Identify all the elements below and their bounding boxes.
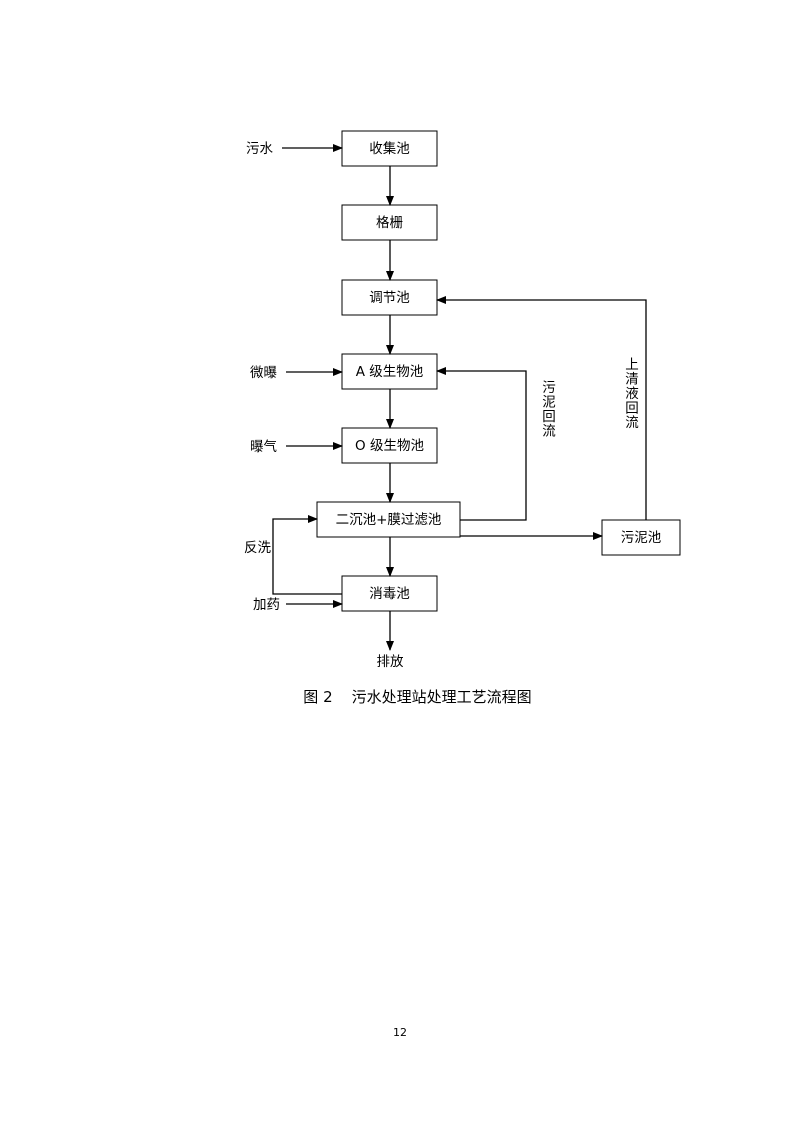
vertical-label-text: 污泥回流: [542, 380, 556, 440]
label-wastewater: 污水: [246, 141, 273, 157]
node-label: 调节池: [369, 290, 410, 306]
node-collection-tank: 收集池: [341, 130, 438, 167]
label-supernatant-return: 上清液回流: [625, 357, 639, 431]
supernatant-return-loop: [436, 296, 647, 520]
node-label: O 级生物池: [355, 438, 424, 454]
backwash-loop: [272, 515, 342, 595]
node-label: 二沉池+膜过滤池: [336, 512, 442, 528]
node-label: 收集池: [369, 141, 410, 157]
node-a-tank: A 级生物池: [341, 353, 438, 390]
label-aeration: 曝气: [250, 439, 277, 455]
node-regulating-tank: 调节池: [341, 279, 438, 316]
node-label: 消毒池: [369, 586, 410, 602]
label-backwash: 反洗: [244, 540, 271, 556]
sludge-return-loop: [436, 367, 527, 521]
node-grille: 格栅: [341, 204, 438, 241]
vertical-label-text: 上清液回流: [625, 357, 639, 431]
label-sludge-return: 污泥回流: [542, 380, 556, 440]
node-label: 污泥池: [621, 530, 662, 546]
page-number: 12: [393, 1026, 407, 1039]
node-o-tank: O 级生物池: [341, 427, 438, 464]
label-dosing: 加药: [253, 597, 280, 613]
node-secondary-clarifier: 二沉池+膜过滤池: [316, 501, 461, 538]
node-label: 格栅: [376, 215, 403, 231]
figure-caption: 图 2 污水处理站处理工艺流程图: [303, 688, 532, 706]
node-disinfection-tank: 消毒池: [341, 575, 438, 612]
label-micro-aeration: 微曝: [250, 365, 277, 381]
label-discharge: 排放: [377, 654, 404, 670]
node-sludge-tank: 污泥池: [601, 519, 681, 556]
node-label: A 级生物池: [356, 364, 424, 380]
